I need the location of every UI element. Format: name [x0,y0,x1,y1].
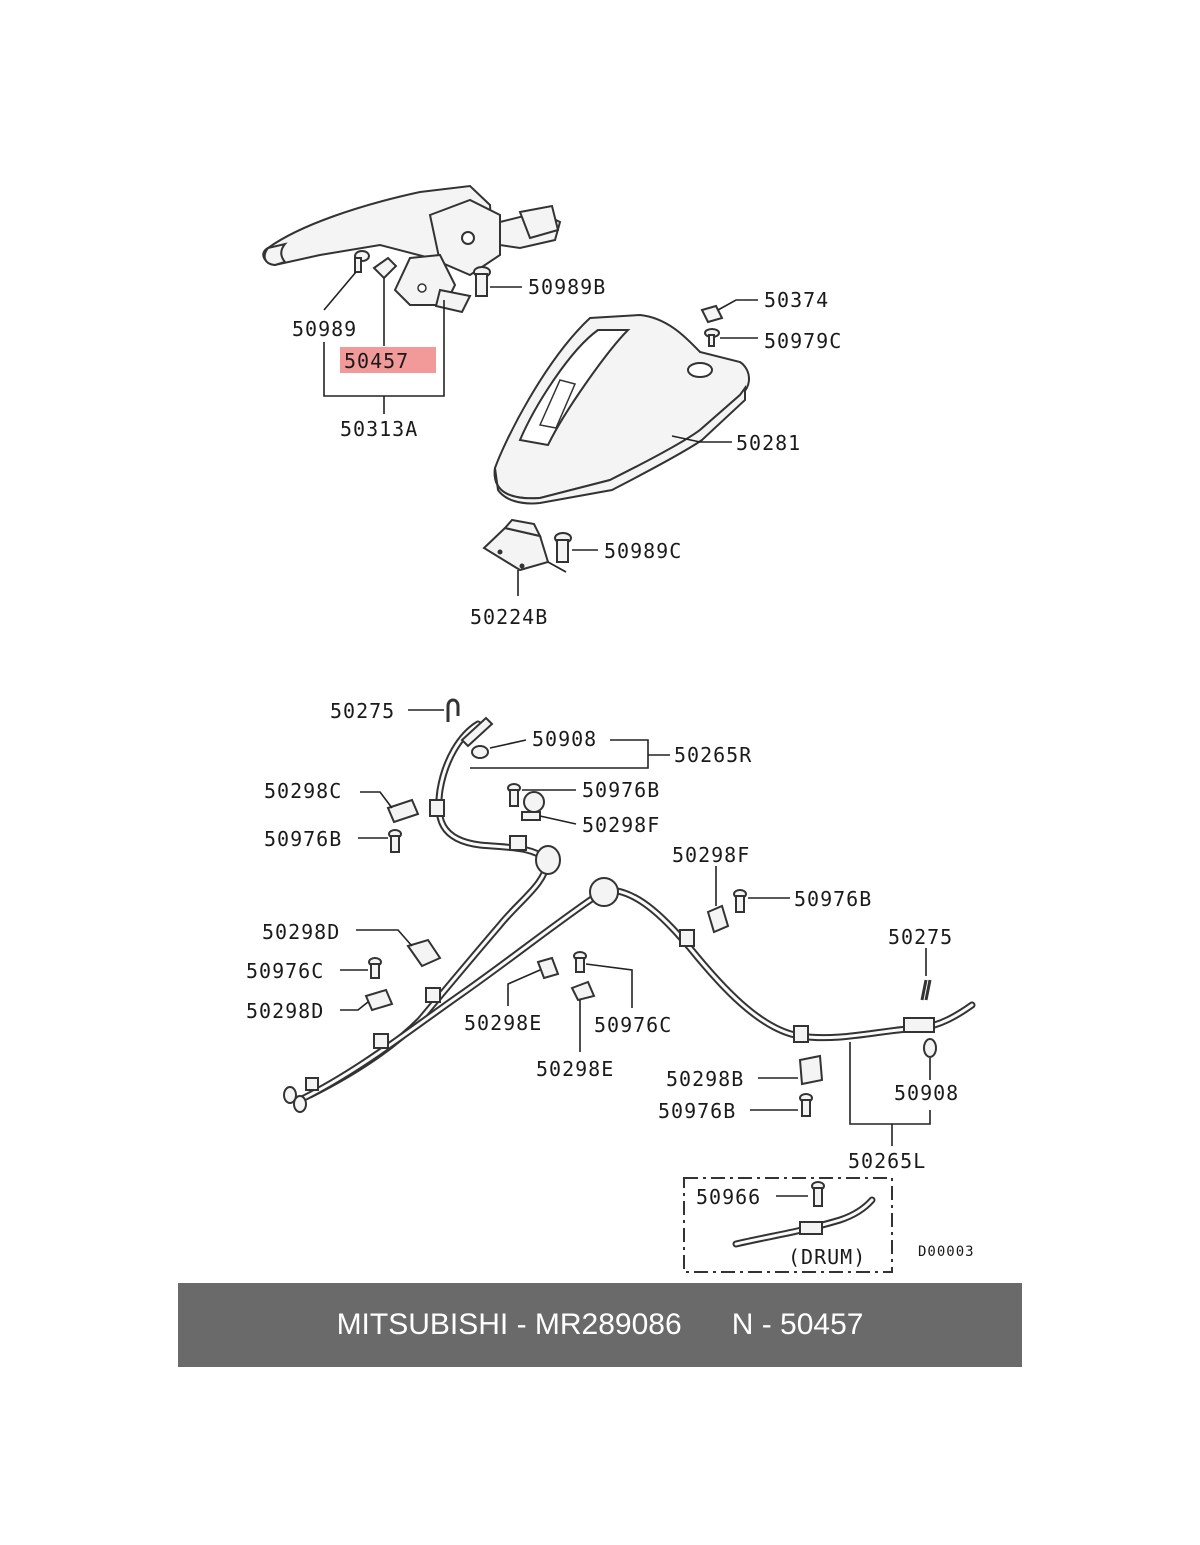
screw-50979C [704,328,720,347]
console-box [493,313,750,505]
bolt-50976B-right [733,889,747,913]
part-number-banner: MITSUBISHI - MR289086 N - 50457 [178,1283,1022,1367]
grommet-50908-bottom [923,1038,937,1058]
parking-brake-parts-diagram: 50989B 50989 50457 50313A 50374 50979C 5… [246,184,976,1273]
label-50989B: 50989B [528,275,606,299]
clip-50275-right [920,979,932,1001]
brake-lever [262,184,562,314]
brake-cables [283,716,976,1113]
label-50298E-bottom: 50298E [536,1057,614,1081]
label-50275-right: 50275 [888,925,953,949]
bolt-50976C-left [368,957,382,979]
clamp-50298F-right [706,904,730,934]
clamp-50298D-top [406,938,442,968]
label-50976B-bottom: 50976B [658,1099,736,1123]
diagram-reference-number: N - 50457 [731,1308,864,1341]
clamp-50298C [386,798,420,824]
label-50265R: 50265R [674,743,752,767]
label-50265L: 50265L [848,1149,926,1173]
figure-code: D00003 [918,1244,975,1260]
label-50298F-right: 50298F [672,843,750,867]
clamp-50298D-bottom [364,988,394,1012]
label-50908-top: 50908 [532,727,597,751]
label-50275-top: 50275 [330,699,395,723]
highlight-box [340,347,436,373]
label-50976C-middle: 50976C [594,1013,672,1037]
label-drum: (DRUM) [788,1245,866,1269]
clamp-50298E-top [536,956,560,980]
bolt-50989C [554,532,572,563]
label-50298D-top: 50298D [262,920,340,944]
label-50457-highlighted: 50457 [344,349,409,373]
label-50298E-top: 50298E [464,1011,542,1035]
label-50374: 50374 [764,288,829,312]
label-50908-bottom: 50908 [894,1081,959,1105]
clip-50457 [372,256,398,280]
clamp-50298E-bottom [570,980,596,1002]
label-50281: 50281 [736,431,801,455]
label-50989: 50989 [292,317,357,341]
drum-inset [683,1177,893,1273]
label-50298C: 50298C [264,779,342,803]
bolt-50989 [354,250,370,273]
clamp-50298B [798,1054,824,1086]
label-50298F-top: 50298F [582,813,660,837]
caption-spacer [682,1308,732,1342]
label-50298B: 50298B [666,1067,744,1091]
bolt-50976C-middle [573,951,587,973]
clip-50275-top [446,698,460,722]
label-50298D-bottom: 50298D [246,999,324,1023]
label-50224B: 50224B [470,605,548,629]
label-50976B-left: 50976B [264,827,342,851]
bracket-50224B [482,518,567,573]
label-50976B-right: 50976B [794,887,872,911]
grommet-50908-top [471,745,489,759]
label-50979C: 50979C [764,329,842,353]
manufacturer-part-number: MITSUBISHI - MR289086 [336,1308,682,1341]
label-50989C: 50989C [604,539,682,563]
bolt-50976B-bottom [799,1093,813,1117]
label-50966: 50966 [696,1185,761,1209]
label-50976B-top: 50976B [582,778,660,802]
clip-50374 [700,304,724,324]
label-50976C-left: 50976C [246,959,324,983]
bolt-50976B-left [388,829,402,853]
label-50313A: 50313A [340,417,418,441]
bolt-50976B-top [507,783,521,807]
bolt-50989B [473,266,491,297]
